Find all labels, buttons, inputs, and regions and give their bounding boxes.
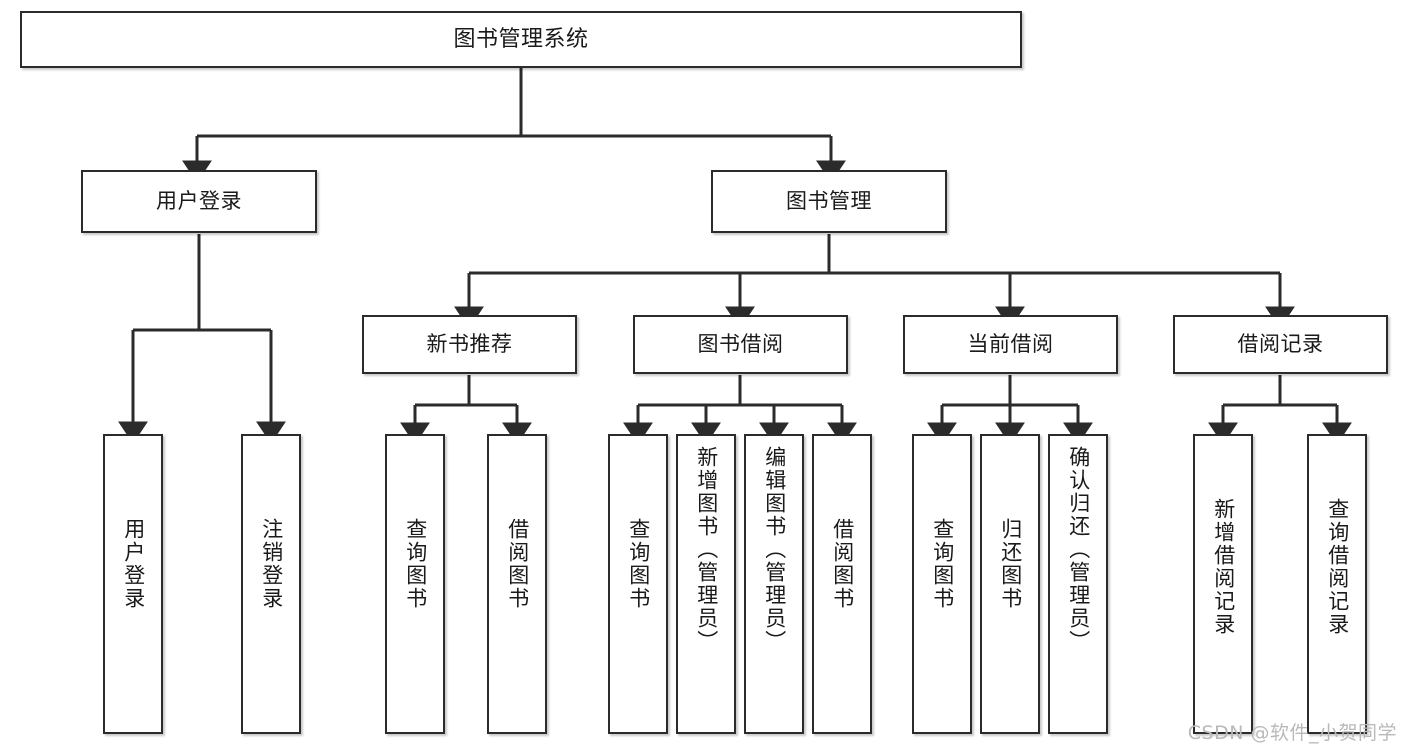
leaf-add-borrow-record[interactable]: 新增借阅记录 — [1193, 434, 1253, 734]
leaf-confirm-return-admin[interactable]: 确认归还（管理员） — [1048, 434, 1108, 734]
node-label: 新书推荐 — [426, 331, 513, 356]
node-label: 确认归还（管理员） — [1066, 446, 1091, 653]
leaf-query-books-borrow[interactable]: 查询图书 — [608, 434, 668, 734]
leaf-user-login[interactable]: 用户登录 — [103, 434, 163, 734]
node-new-book-recommendation[interactable]: 新书推荐 — [362, 315, 577, 374]
leaf-borrow-books-newbook[interactable]: 借阅图书 — [487, 434, 547, 734]
node-current-borrowing[interactable]: 当前借阅 — [903, 315, 1118, 374]
leaf-return-books[interactable]: 归还图书 — [980, 434, 1040, 734]
node-book-management[interactable]: 图书管理 — [711, 170, 947, 233]
leaf-query-books-current[interactable]: 查询图书 — [912, 434, 972, 734]
node-book-borrowing[interactable]: 图书借阅 — [633, 315, 848, 374]
node-borrowing-record[interactable]: 借阅记录 — [1173, 315, 1388, 374]
node-label: 借阅图书 — [830, 518, 855, 610]
leaf-query-borrow-record[interactable]: 查询借阅记录 — [1307, 434, 1367, 734]
node-label: 图书管理系统 — [453, 26, 589, 52]
leaf-edit-book-admin[interactable]: 编辑图书（管理员） — [744, 434, 804, 734]
node-label: 查询图书 — [626, 518, 651, 610]
node-label: 查询借阅记录 — [1325, 498, 1350, 636]
leaf-add-book-admin[interactable]: 新增图书（管理员） — [676, 434, 736, 734]
leaf-query-books-newbook[interactable]: 查询图书 — [385, 434, 445, 734]
node-label: 图书借阅 — [697, 331, 784, 356]
node-label: 当前借阅 — [967, 331, 1054, 356]
node-user-login[interactable]: 用户登录 — [81, 170, 317, 233]
node-label: 查询图书 — [930, 518, 955, 610]
node-label: 归还图书 — [998, 518, 1023, 610]
node-label: 查询图书 — [403, 518, 428, 610]
node-label: 图书管理 — [786, 188, 872, 213]
node-label: 新增图书（管理员） — [694, 446, 719, 653]
leaf-borrow-books-borrow[interactable]: 借阅图书 — [812, 434, 872, 734]
node-root-book-management-system[interactable]: 图书管理系统 — [20, 11, 1022, 68]
node-label: 用户登录 — [121, 518, 146, 610]
node-label: 新增借阅记录 — [1211, 498, 1236, 636]
node-label: 编辑图书（管理员） — [762, 446, 787, 653]
leaf-logout[interactable]: 注销登录 — [241, 434, 301, 734]
node-label: 借阅图书 — [505, 518, 530, 610]
watermark-text: CSDN @软件_小贺同学 — [1187, 722, 1397, 744]
node-label: 用户登录 — [156, 188, 242, 213]
node-label: 借阅记录 — [1237, 331, 1324, 356]
node-label: 注销登录 — [259, 518, 284, 610]
